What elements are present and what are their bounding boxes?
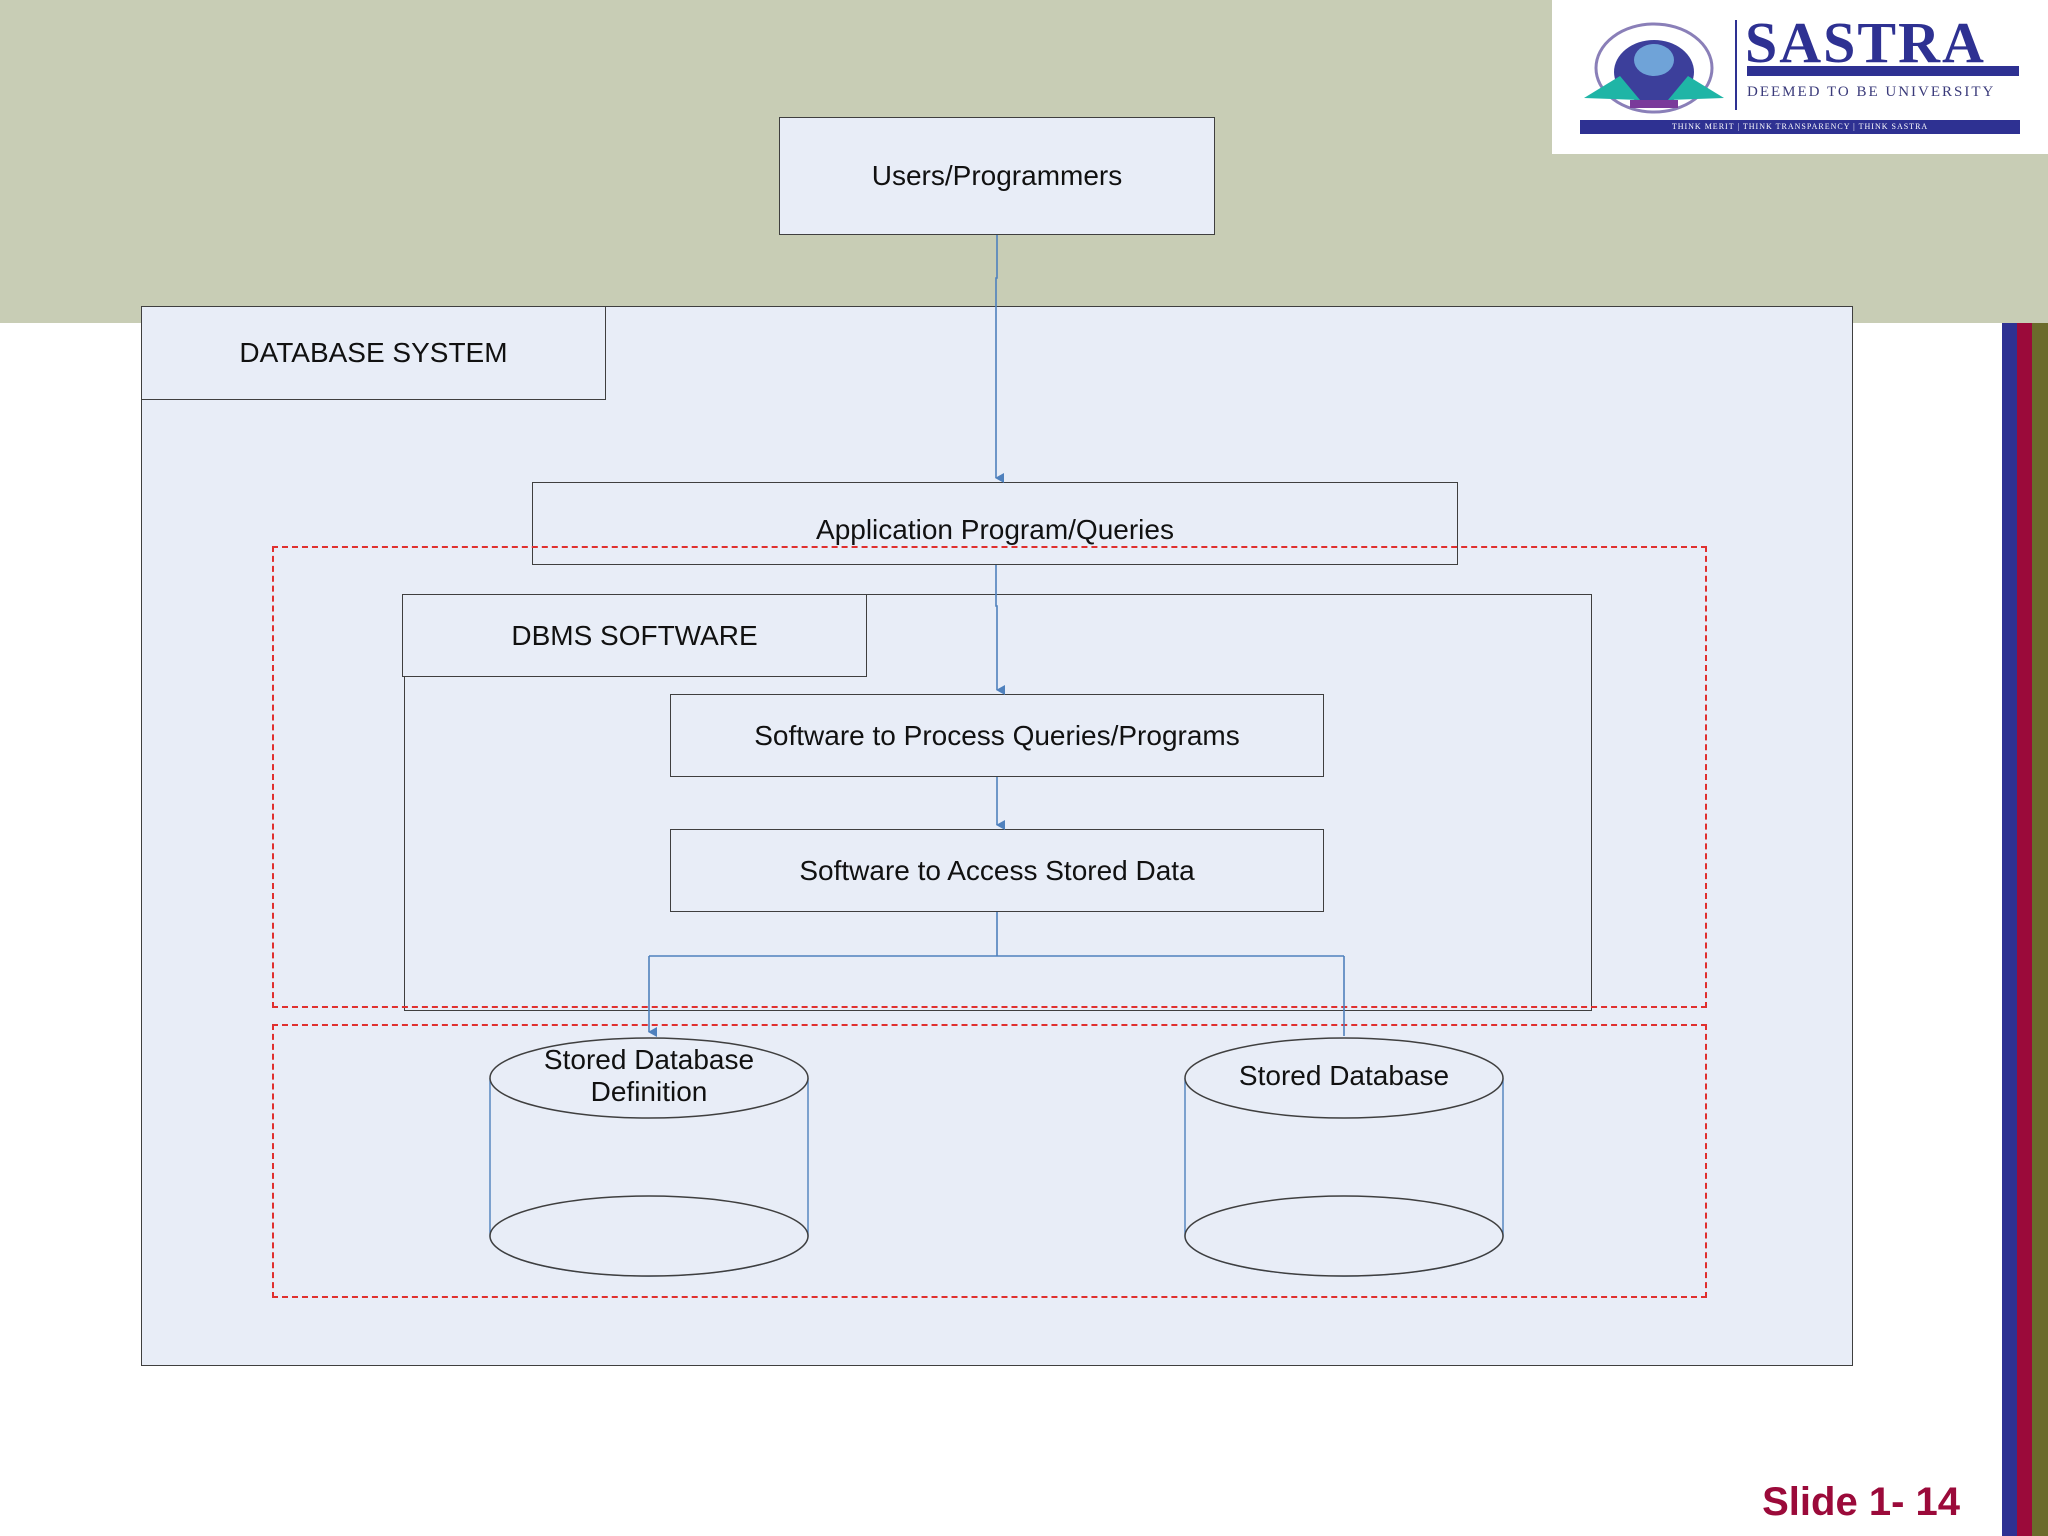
stored-database-label: Stored Database [1238,1060,1450,1091]
users-programmers-box: Users/Programmers [779,117,1215,235]
database-system-label: DATABASE SYSTEM [141,306,606,400]
access-to-storage-connector [649,912,1344,957]
stored-definition-label-line1: Stored Database [543,1044,755,1075]
slide-number: Slide 1- 14 [1762,1480,1960,1524]
university-seal-icon [1584,22,1724,114]
side-stripe-olive [2032,323,2048,1536]
stored-definition-cylinder-icon [489,1037,809,1277]
access-stored-data-box: Software to Access Stored Data [670,829,1324,912]
application-to-process-arrow [995,565,1005,695]
users-to-application-arrow [995,235,1004,483]
stored-definition-label: Stored Database Definition [490,1044,808,1108]
logo-divider [1735,20,1737,110]
dbms-software-label: DBMS SOFTWARE [402,594,867,677]
logo-motto: THINK MERIT | THINK TRANSPARENCY | THINK… [1580,120,2020,134]
stored-database-cylinder-icon [1184,1037,1504,1277]
logo-tagline: DEEMED TO BE UNIVERSITY [1747,84,1996,100]
side-stripe-blue [2002,323,2017,1536]
application-program-box: Application Program/Queries [532,482,1458,565]
side-stripe-red [2017,323,2032,1536]
stored-definition-label-line2: Definition [590,1076,708,1107]
logo-bar [1747,66,2019,76]
logo-wordmark: SASTRA [1745,10,1986,75]
